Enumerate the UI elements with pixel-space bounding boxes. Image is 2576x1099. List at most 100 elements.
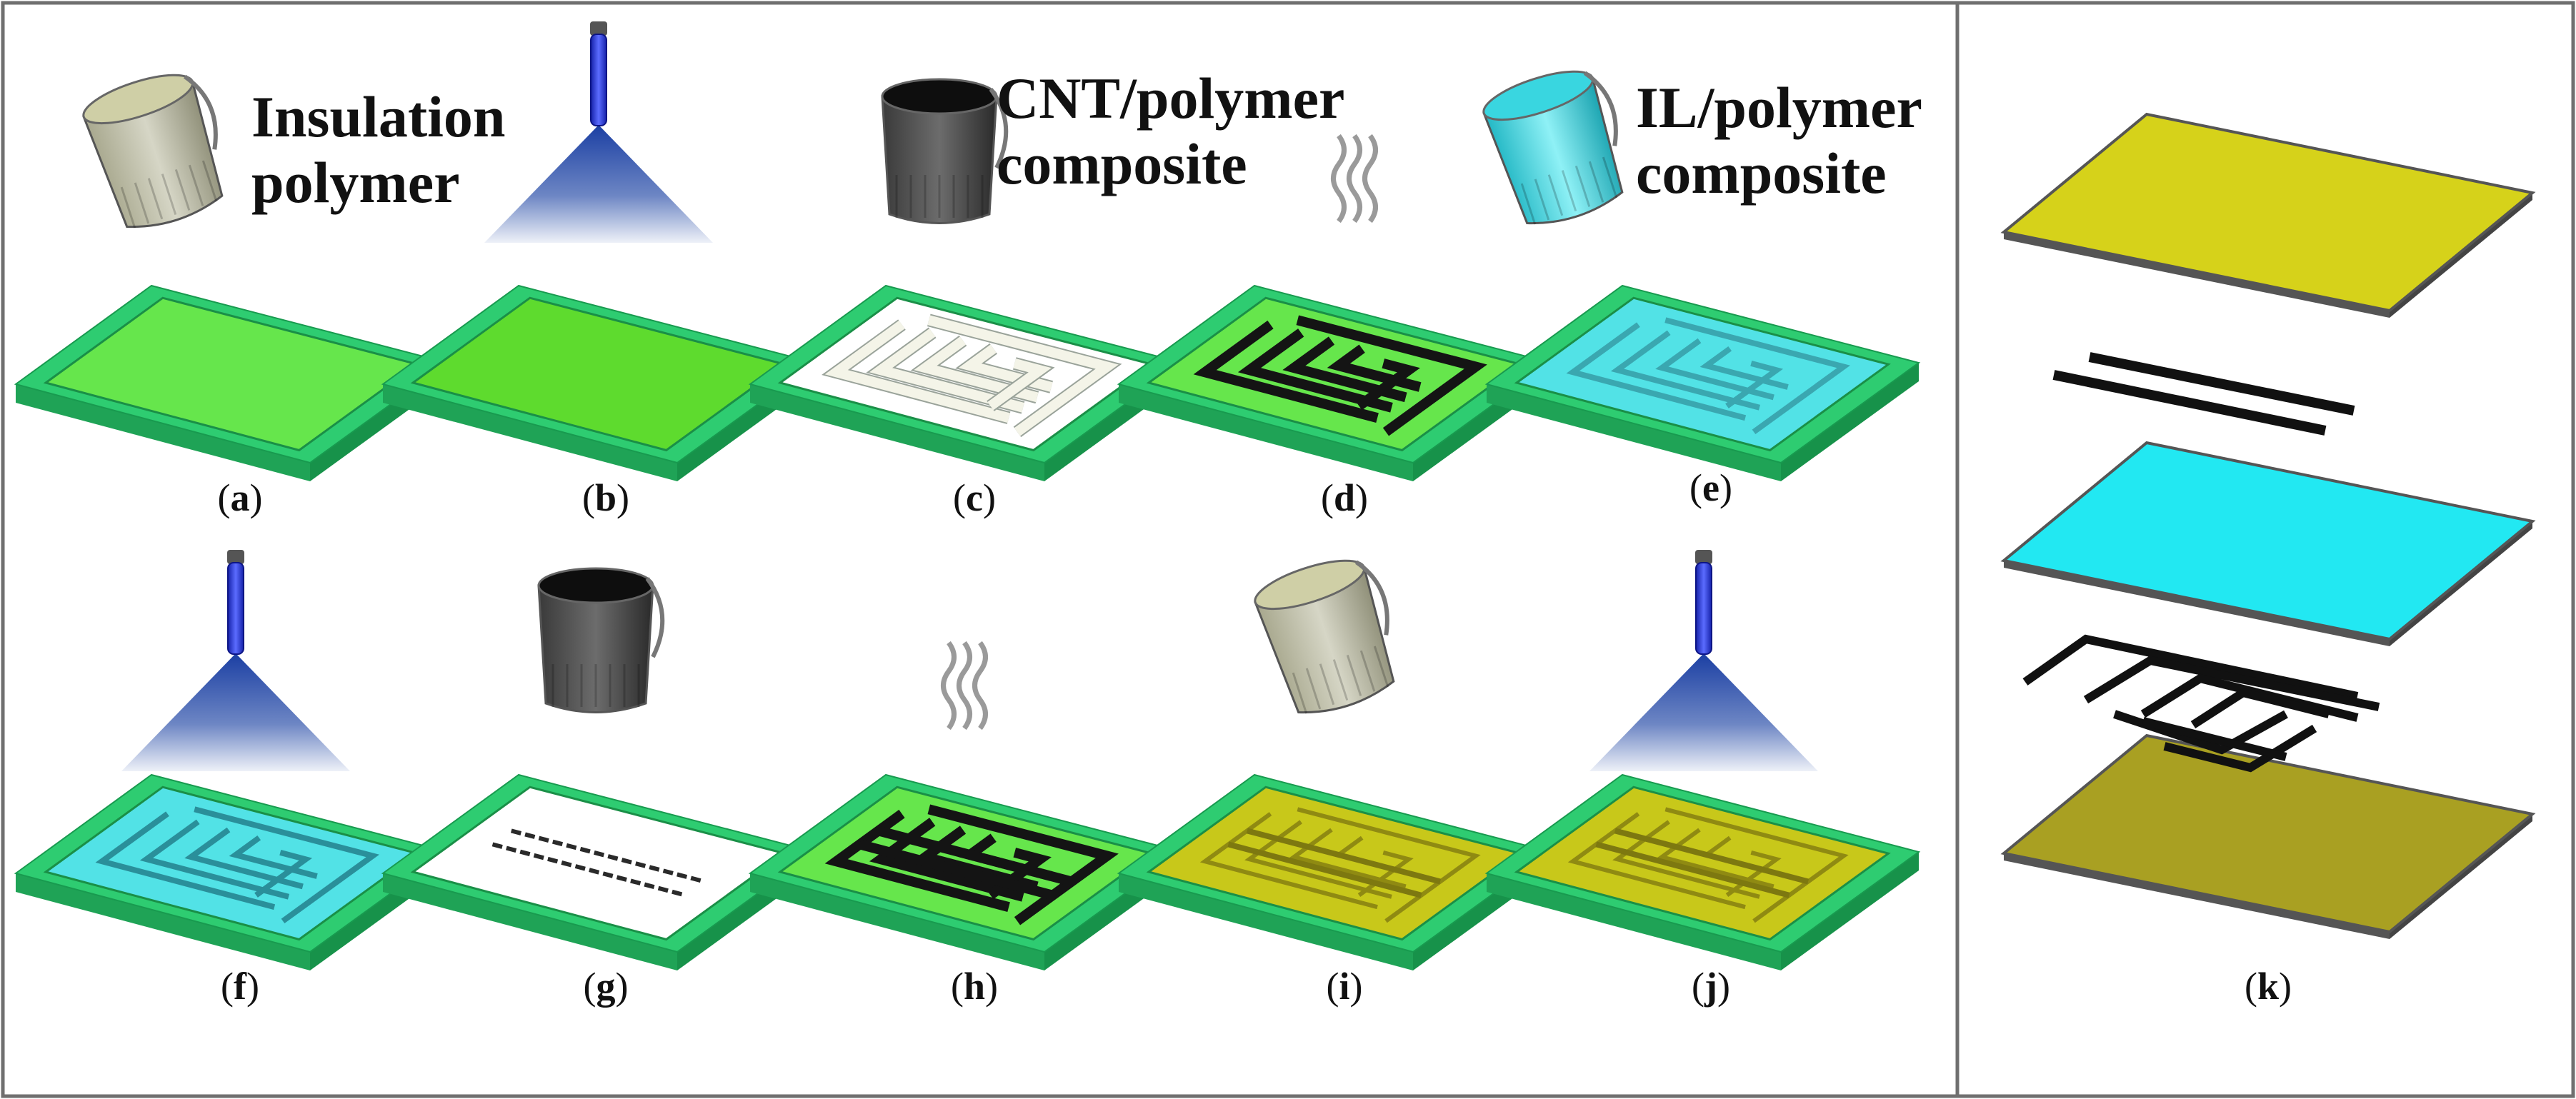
beaker-rib	[188, 164, 204, 206]
uv-lamp-tube	[1695, 562, 1712, 655]
top-electrode-line	[1246, 828, 1442, 885]
panel-letter: j	[1704, 965, 1717, 1008]
beaker-rib	[1346, 654, 1362, 696]
beaker-rib	[147, 178, 164, 220]
il-polymer-caption: IL/polymer composite	[1636, 75, 1922, 206]
beaker-rib	[1547, 174, 1564, 216]
electrode-trace	[1657, 828, 1774, 889]
panel-label-a: (a)	[217, 476, 263, 519]
panel-letter: h	[963, 965, 986, 1008]
electrode-trace	[1193, 320, 1379, 423]
top-electrode-line	[1614, 828, 1809, 885]
panel-letter: k	[2257, 965, 2280, 1008]
panel-label-b: (b)	[581, 476, 630, 519]
beaker-rib	[1359, 650, 1376, 692]
top-electrode-line	[491, 842, 687, 898]
panel-label-g: (g)	[583, 965, 629, 1008]
beaker-rib	[1574, 165, 1591, 207]
uv-lamp-cap	[590, 21, 607, 36]
beaker-rib	[1588, 161, 1604, 203]
electrode-trace	[1664, 317, 1850, 435]
beaker-handle	[1354, 560, 1389, 636]
electrode-trace	[927, 315, 1119, 436]
tray-i	[1117, 773, 1553, 970]
tray-g	[381, 773, 817, 970]
electrode-trace	[1566, 322, 1747, 421]
tray-side-right	[1781, 363, 1919, 481]
electrode-trace	[914, 336, 1039, 403]
electrode-trace	[1356, 358, 1420, 411]
insulation-polymer-caption: Insulation polymer	[251, 84, 506, 216]
caption-line: polymer	[251, 150, 460, 215]
heat-wave	[941, 641, 957, 731]
tray-side-left	[16, 873, 310, 970]
tray-side-left	[750, 873, 1044, 970]
tray-j	[1484, 773, 1921, 970]
tray-d	[1117, 284, 1553, 481]
electrode-trace	[254, 850, 313, 898]
heat-wave	[1362, 134, 1378, 224]
panel-letter: d	[1333, 476, 1356, 519]
ionic-liquid-layer	[2000, 441, 2536, 641]
tray-side-left	[750, 384, 1044, 481]
tray-side-left	[383, 873, 677, 970]
beaker-icon	[537, 567, 665, 713]
panel-letter: i	[1339, 965, 1350, 1008]
heat-wave-icon	[1331, 134, 1378, 224]
electrode-trace	[869, 328, 1024, 413]
beaker-rib	[1520, 183, 1537, 225]
heat-wave-icon	[941, 641, 988, 731]
beaker-rib	[1332, 659, 1349, 701]
uv-lamp-cap	[227, 550, 244, 564]
beaker-handle	[989, 88, 1009, 169]
electrode-trace	[1655, 338, 1774, 401]
tray-e	[1484, 284, 1921, 481]
electrode-trace	[1725, 361, 1784, 408]
tray-side-left	[1119, 384, 1413, 481]
beaker-rib	[120, 186, 136, 229]
uv-beam	[1589, 653, 1818, 771]
uv-beam	[121, 653, 350, 771]
tray-side-left	[1487, 873, 1781, 970]
panel-label-c: (c)	[953, 476, 996, 519]
beaker-icon	[1482, 70, 1624, 225]
uv-lamp-icon	[484, 21, 713, 243]
panel-letter: b	[594, 476, 617, 519]
top-electrode-line	[2052, 370, 2327, 436]
tray-a	[14, 284, 450, 481]
cnt-polymer-caption: CNT/polymer composite	[997, 66, 1344, 197]
electrode-trace	[1297, 807, 1481, 923]
electrode-trace	[2190, 688, 2330, 729]
electrode-trace	[184, 827, 304, 890]
heat-wave	[972, 641, 988, 731]
beaker-handle	[183, 74, 218, 150]
electrode-trace	[1610, 330, 1761, 411]
beaker-rib	[161, 174, 177, 216]
panel-label-f: (f)	[221, 965, 259, 1008]
top-electrode-line	[858, 839, 1054, 900]
electrode-trace	[95, 811, 276, 910]
electrode-trace	[987, 358, 1052, 411]
tray-side-left	[16, 384, 310, 481]
tray-c	[748, 284, 1184, 481]
top-yellow-layer	[2000, 112, 2536, 313]
caption-line: IL/polymer	[1636, 75, 1922, 140]
electrode-trace	[824, 320, 1010, 423]
panel-label-k: (k)	[2244, 965, 2292, 1008]
panel-label-d: (d)	[1320, 476, 1369, 519]
uv-lamp-icon	[121, 550, 350, 771]
uv-beam	[484, 125, 713, 243]
top-electrode-line	[2088, 352, 2355, 416]
caption-line: CNT/polymer	[997, 66, 1345, 131]
uv-lamp-icon	[1589, 550, 1818, 771]
ionic-liquid-layer-edge	[2004, 561, 2390, 646]
panel-label-e: (e)	[1689, 466, 1732, 509]
beaker-rib	[1319, 663, 1335, 706]
caption-line: composite	[997, 131, 1247, 196]
beaker-rib	[201, 160, 218, 202]
electrode-trace	[2163, 724, 2317, 773]
beaker-icon	[1254, 559, 1395, 714]
beaker-rib	[1305, 668, 1322, 710]
